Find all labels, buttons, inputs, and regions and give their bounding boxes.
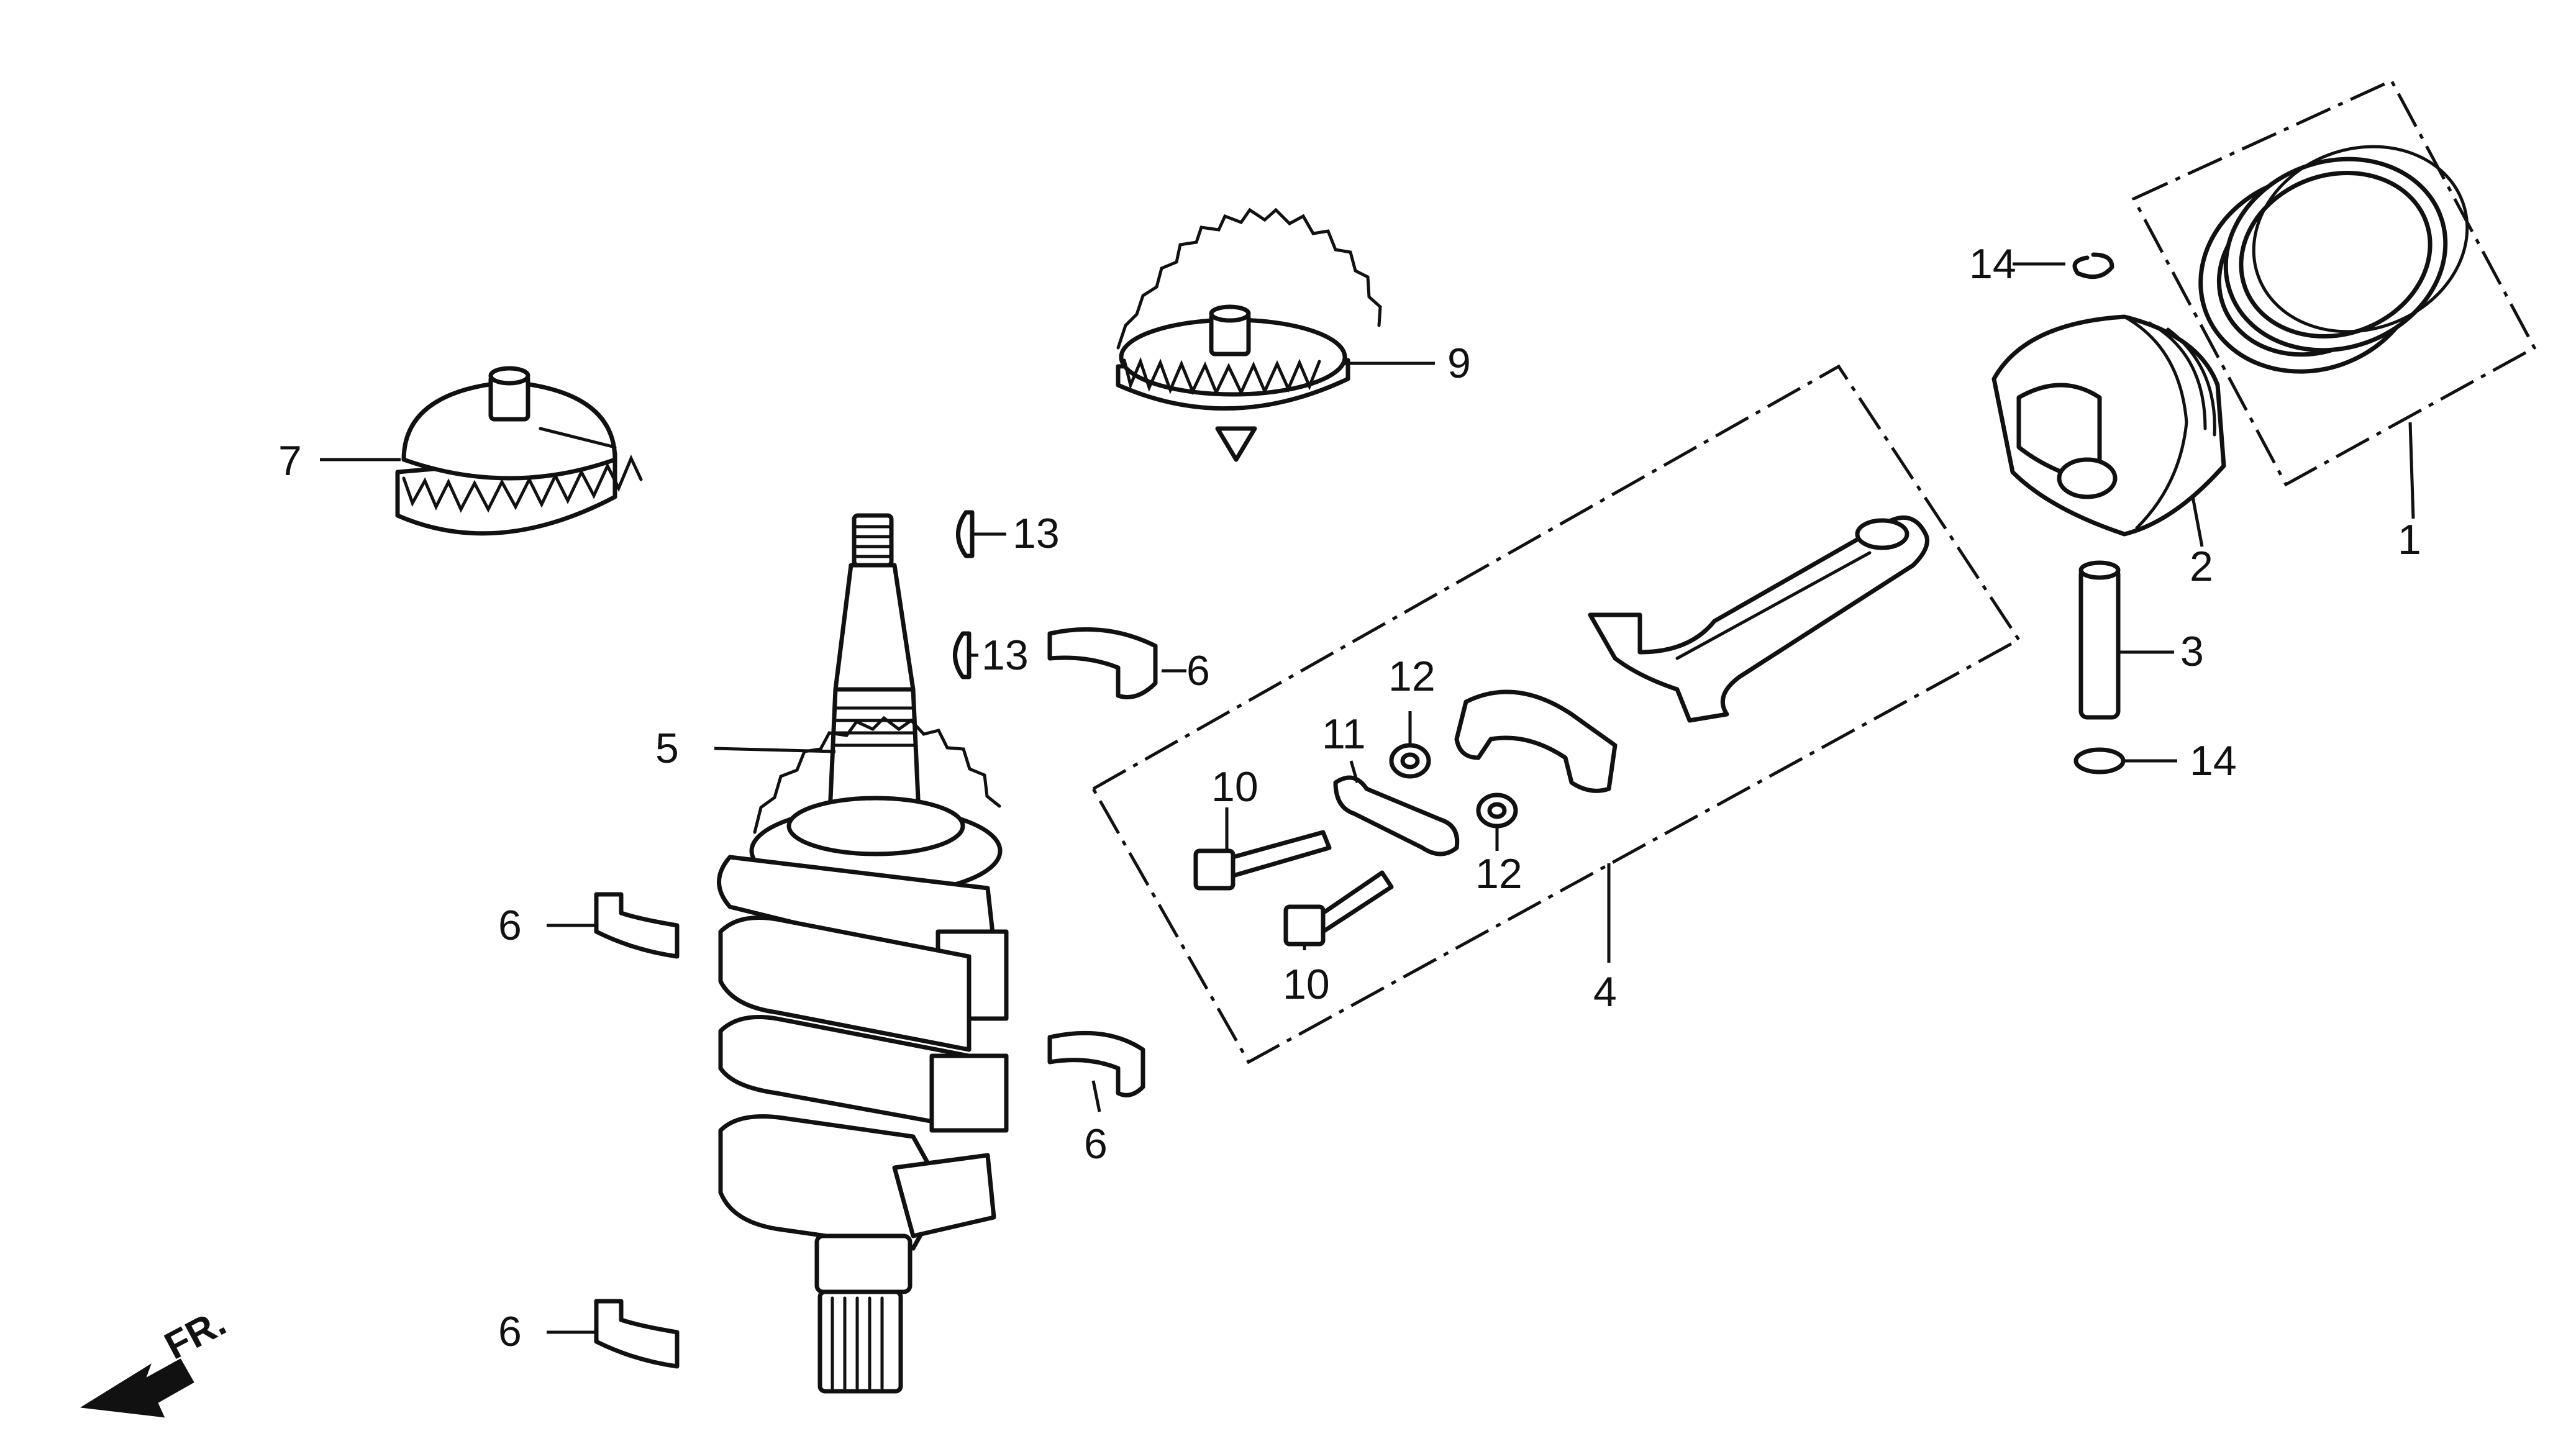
callout-6-left-upper: 6 [498,902,522,949]
front-arrow-icon [80,1358,194,1418]
callout-13-lower: 13 [981,632,1029,679]
piston-2 [1991,314,2226,537]
callout-11: 11 [1322,711,1366,758]
connecting-rod-cap [1454,689,1618,793]
callout-9: 9 [1447,340,1471,387]
bearing-shell-6-top [1047,627,1158,699]
gear-9 [1116,207,1382,462]
callout-6-right-middle: 6 [1084,1120,1108,1168]
bearing-shell-6-left-lower [594,1299,680,1369]
lock-plate-11 [1333,775,1460,856]
circlip-14-lower [2073,747,2126,774]
callout-6-left-lower: 6 [498,1308,522,1355]
connecting-rod-assembly-group-box [1091,364,2021,1065]
callout-3: 3 [2180,628,2204,675]
gear-7 [395,366,643,536]
circlip-14-upper [2072,252,2114,279]
callout-12-upper: 12 [1388,653,1436,700]
callout-14-upper: 14 [1969,240,2016,288]
piston-pin-3 [2078,560,2121,720]
woodruff-key-13-lower [953,631,972,679]
piston-ring-set-group-box [2131,78,2537,487]
callout-1: 1 [2398,516,2421,563]
front-label: FR. [158,1301,233,1368]
callout-2: 2 [2190,543,2213,590]
washer-12-lower [1476,793,1518,829]
washer-12-upper [1389,743,1431,779]
bolt-10-upper [1193,830,1332,891]
woodruff-key-13-upper [956,510,975,558]
callout-7: 7 [278,437,302,484]
callout-10-lower: 10 [1283,961,1330,1008]
connecting-rod-4 [1588,515,1929,723]
callout-13-upper: 13 [1013,510,1060,557]
bolt-10-lower [1283,870,1394,947]
bearing-shell-6-right-middle [1047,1030,1145,1097]
front-direction-indicator: FR. [80,1301,233,1418]
piston-rings-1 [2198,145,2469,374]
callout-4: 4 [1593,968,1617,1015]
callout-6-top: 6 [1186,647,1210,694]
crankshaft-5 [717,513,1009,1394]
callout-5: 5 [655,725,679,772]
bearing-shell-6-left-upper [594,892,680,959]
leader-lines [320,262,2415,1334]
callout-14-lower: 14 [2190,737,2237,784]
callout-10-upper: 10 [1211,763,1258,811]
callout-12-lower: 12 [1475,850,1522,897]
